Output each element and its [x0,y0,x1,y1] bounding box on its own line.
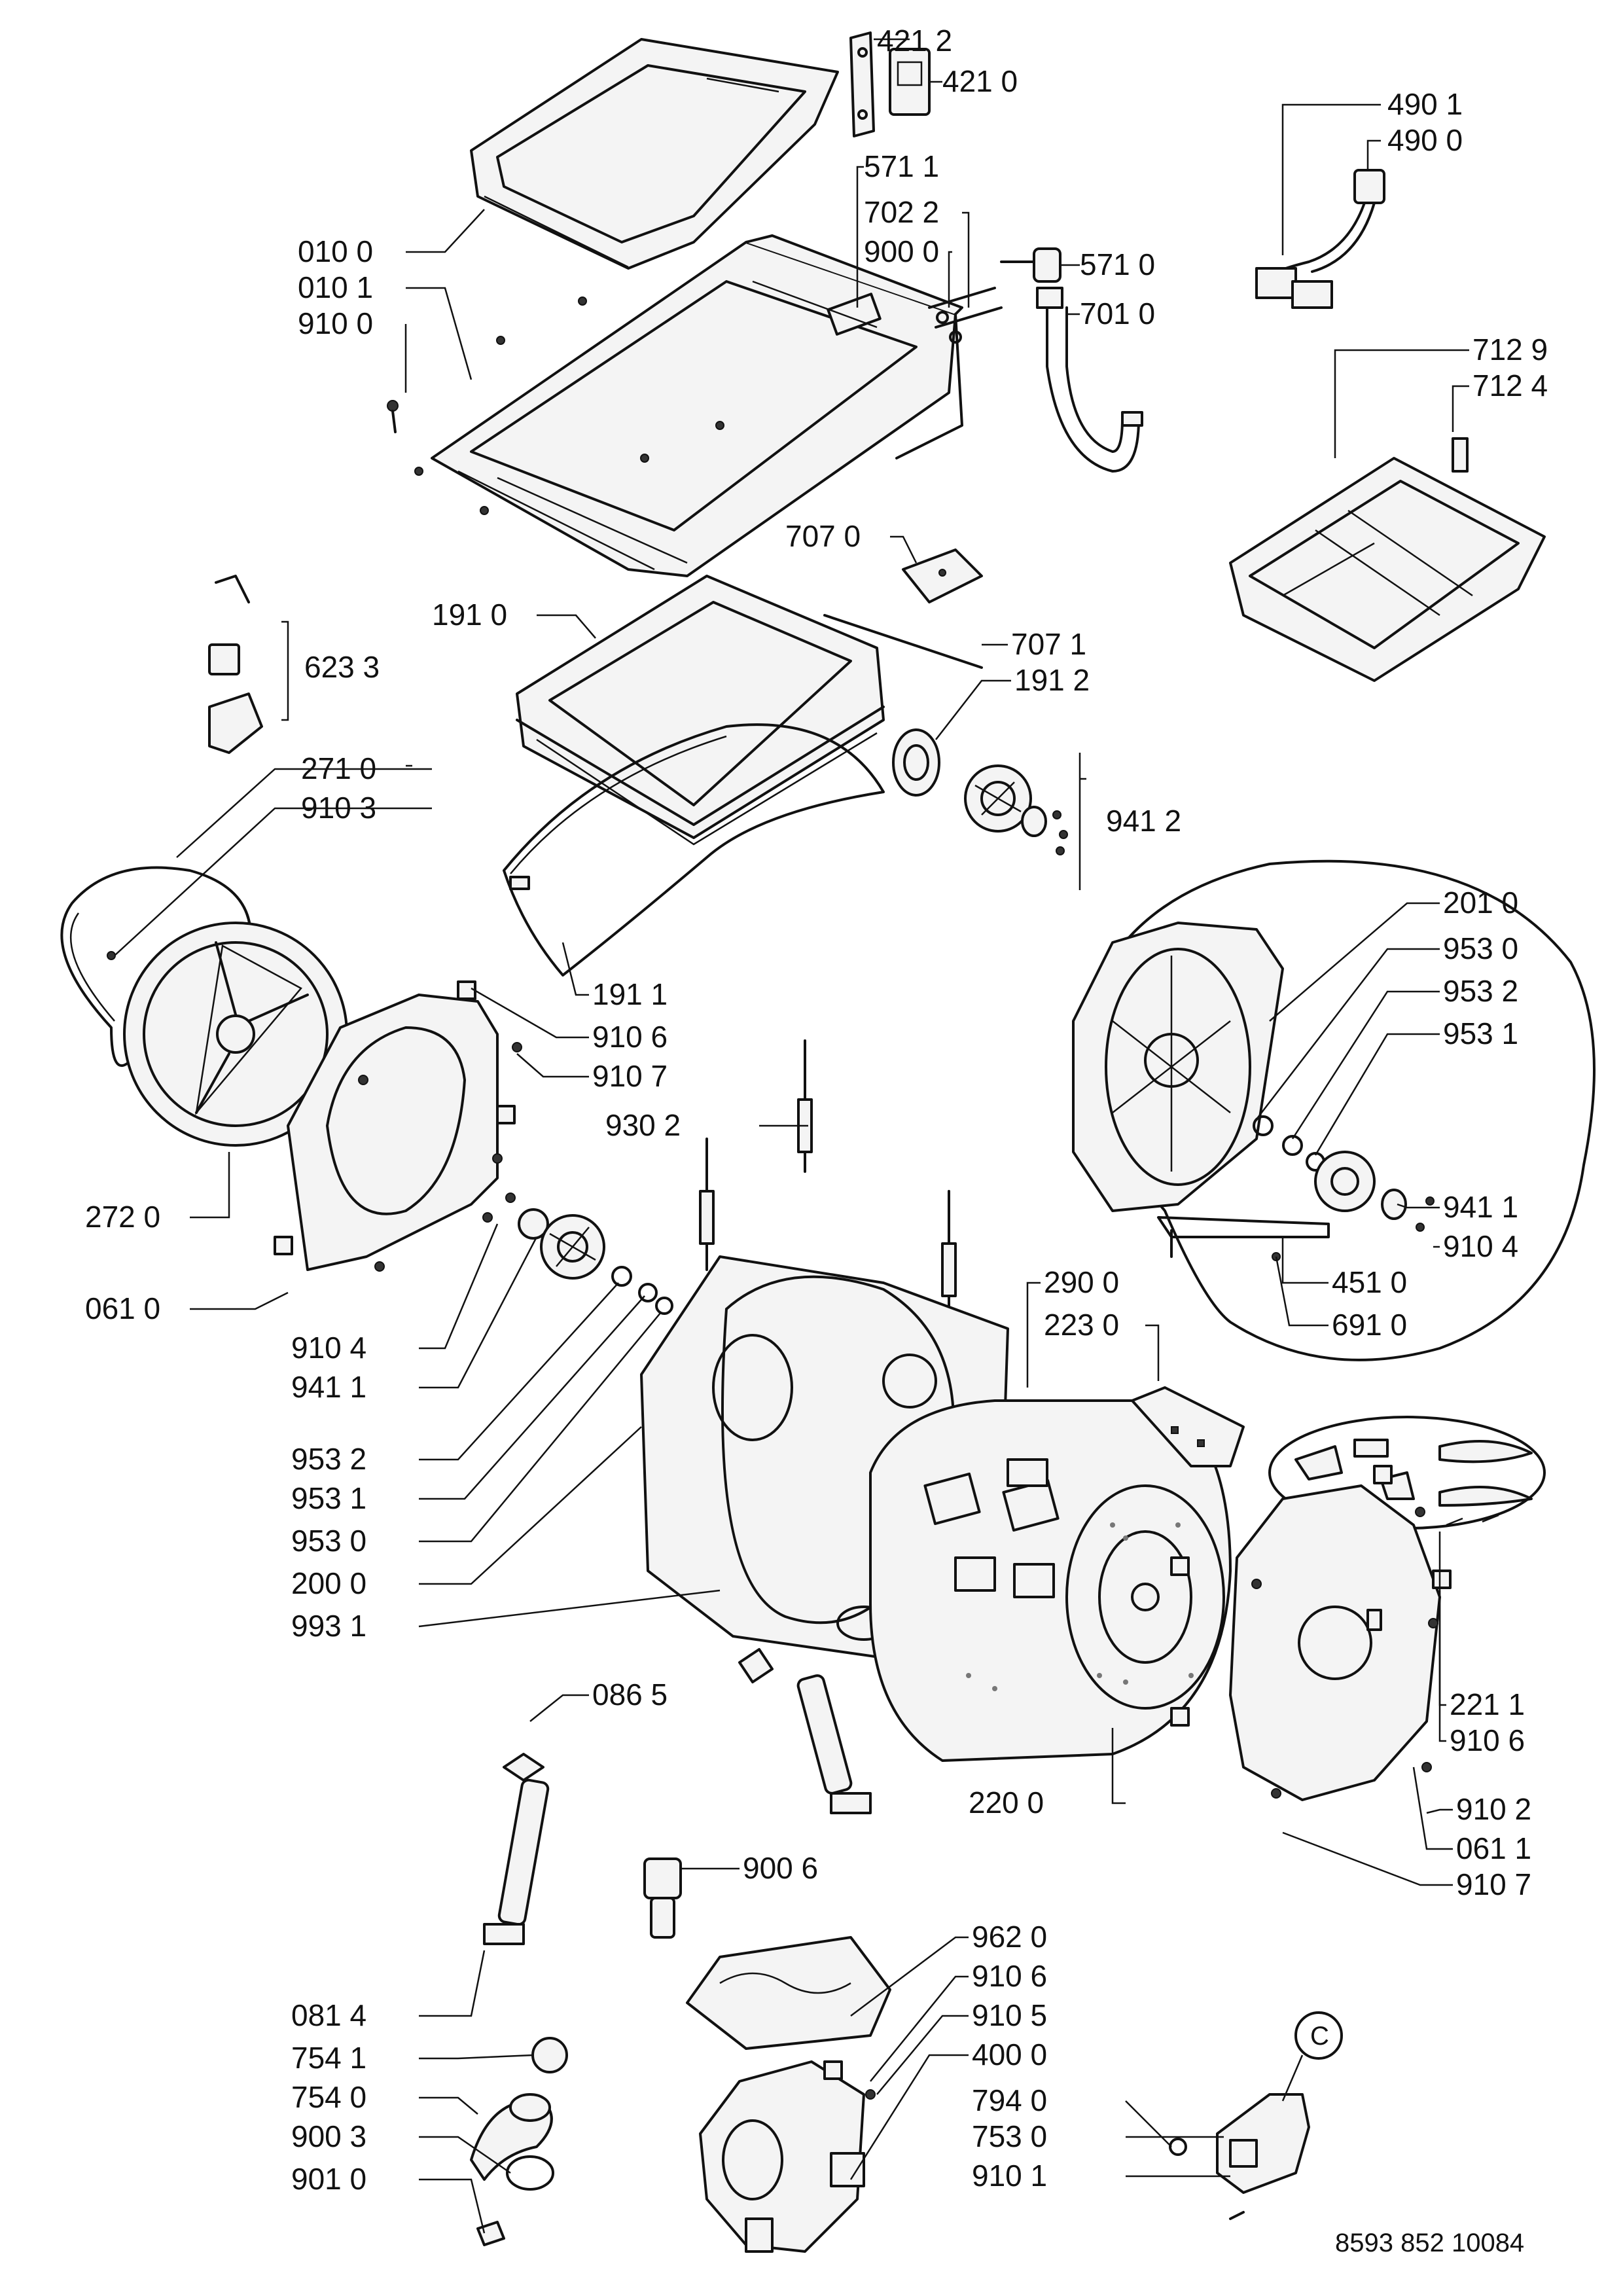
tub-seal [503,723,885,977]
label-754-0: 754 0 [291,2080,366,2114]
label-086-5: 086 5 [592,1677,668,1712]
lid-lock-bracket [849,31,931,137]
paddle-parts-inset [1268,1416,1546,1530]
label-910-1: 910 1 [972,2159,1047,2193]
label-010-0: 010 0 [298,234,373,268]
label-191-2: 191 2 [1014,663,1090,697]
label-953-2-left: 953 2 [291,1442,366,1476]
label-910-7-bottom: 910 7 [1456,1867,1531,1901]
label-753-0: 753 0 [972,2119,1047,2153]
label-010-1: 010 1 [298,270,373,304]
label-707-0: 707 0 [785,519,861,553]
part-labels: 421 2 421 0 490 1 490 0 571 1 702 2 900 … [85,24,1548,2257]
label-623-3: 623 3 [304,650,380,684]
insulation-pad [686,1936,891,2050]
top-panel-frame [431,234,963,577]
shock-absorbers [483,1648,872,1945]
label-191-0: 191 0 [432,598,507,632]
label-201-0: 201 0 [1443,886,1518,920]
label-941-1-right: 941 1 [1443,1190,1518,1224]
label-962-0: 962 0 [972,1920,1047,1954]
label-993-1: 993 1 [291,1609,366,1643]
label-571-1: 571 1 [864,149,939,183]
label-081-4: 081 4 [291,1998,366,2032]
label-910-6-right: 910 6 [1450,1723,1525,1757]
label-490-1: 490 1 [1387,87,1463,121]
tub-ring [516,575,885,846]
label-223-0: 223 0 [1044,1308,1119,1342]
screw-set-910-0 [387,296,724,515]
label-953-0-left: 953 0 [291,1524,366,1558]
detergent-dispenser [1229,437,1546,682]
label-571-0: 571 0 [1080,247,1155,281]
label-490-0: 490 0 [1387,123,1463,157]
label-910-6-bottom: 910 6 [972,1959,1047,1993]
drum-pulley [123,922,348,1147]
label-910-2: 910 2 [1456,1792,1531,1826]
label-421-2: 421 2 [877,24,952,58]
drum-back-inset [1072,859,1596,1361]
label-941-2: 941 2 [1106,804,1181,838]
label-712-9: 712 9 [1472,332,1548,367]
label-900-6: 900 6 [743,1851,818,1885]
label-910-5: 910 5 [972,1998,1047,2032]
label-910-0: 910 0 [298,306,373,340]
label-910-7-top: 910 7 [592,1059,668,1093]
label-702-2: 702 2 [864,195,939,229]
lid-hinge [823,548,983,669]
water-valve-and-hose [928,247,1143,473]
label-930-2: 930 2 [605,1108,681,1142]
pressure-switch-group [1169,2011,1343,2220]
label-910-6-top: 910 6 [592,1020,668,1054]
leader-lines [114,38,1469,2234]
power-cable [1255,169,1385,309]
label-400-0: 400 0 [972,2037,1047,2072]
label-953-0-right: 953 0 [1443,931,1518,965]
sump-hose-group [470,2037,568,2246]
label-061-0: 061 0 [85,1291,160,1325]
top-lid-frame [470,38,839,270]
label-910-4-left: 910 4 [291,1331,366,1365]
label-691-0: 691 0 [1332,1308,1407,1342]
drain-pump [699,2060,876,2253]
label-953-1-left: 953 1 [291,1481,366,1515]
left-side-housing [274,980,522,1272]
bearing-set-left [518,1208,673,1315]
callout-letter: C [1310,2022,1329,2051]
label-191-1: 191 1 [592,977,668,1011]
label-200-0: 200 0 [291,1566,366,1600]
label-900-3: 900 3 [291,2119,366,2153]
right-side-housing [1170,1465,1452,1801]
label-910-4-right: 910 4 [1443,1229,1518,1263]
label-712-4: 712 4 [1472,368,1548,403]
door-lock-set [208,575,263,754]
drum-assembly [869,1399,1232,1762]
filter-cap [643,1857,682,1939]
label-220-0: 220 0 [969,1785,1044,1820]
label-271-0: 271 0 [301,751,376,785]
label-421-0: 421 0 [942,64,1018,98]
label-953-1-right: 953 1 [1443,1016,1518,1050]
label-910-3: 910 3 [301,791,376,825]
label-221-1: 221 1 [1450,1687,1525,1721]
label-901-0: 901 0 [291,2162,366,2196]
bearing-set-upper [892,728,1068,855]
label-754-1: 754 1 [291,2041,366,2075]
label-941-1-left: 941 1 [291,1370,366,1404]
label-290-0: 290 0 [1044,1265,1119,1299]
label-900-0: 900 0 [864,234,939,268]
label-272-0: 272 0 [85,1200,160,1234]
label-701-0: 701 0 [1080,296,1155,331]
drum-lifter [1131,1386,1245,1467]
label-794-0: 794 0 [972,2083,1047,2117]
label-707-1: 707 1 [1011,627,1086,661]
label-061-1: 061 1 [1456,1831,1531,1865]
document-number: 8593 852 10084 [1335,2229,1524,2257]
label-953-2-right: 953 2 [1443,974,1518,1008]
label-451-0: 451 0 [1332,1265,1407,1299]
